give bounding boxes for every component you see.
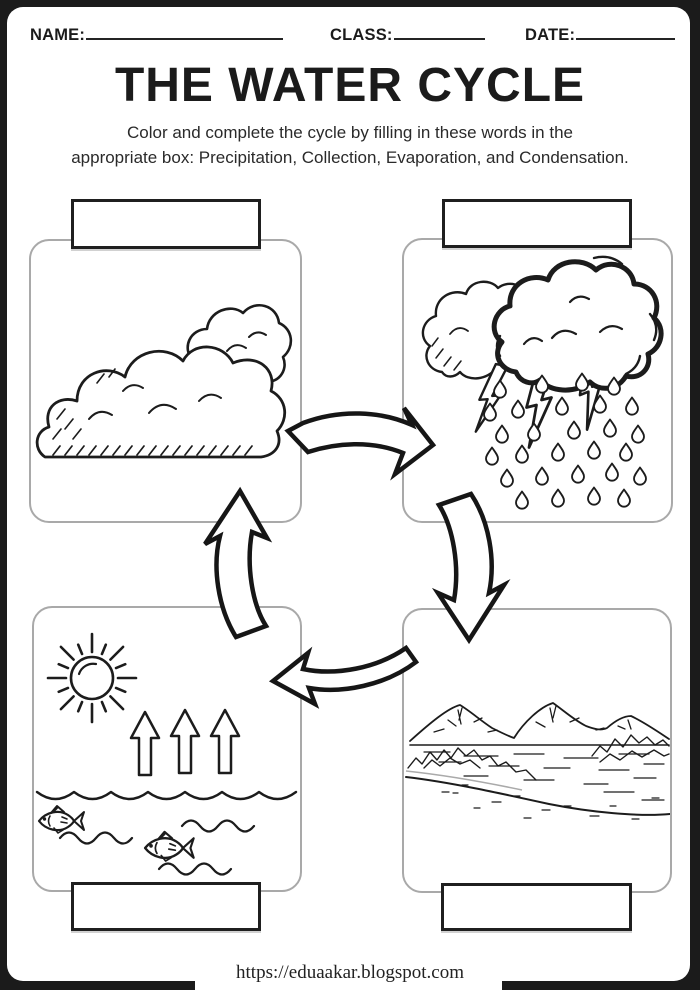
sun-evaporation-illustration xyxy=(35,632,298,876)
name-input-line[interactable] xyxy=(86,25,284,40)
foreground-hill-echo xyxy=(405,770,523,791)
date-field-group: DATE: xyxy=(525,25,676,45)
scrub-marks xyxy=(441,784,660,820)
big-cloud-icon xyxy=(35,345,286,459)
date-label: DATE: xyxy=(525,26,576,44)
answer-box-bottom-left[interactable] xyxy=(71,882,261,931)
cycle-box-bottom-right xyxy=(402,608,672,893)
fish-icon xyxy=(143,830,195,862)
fish-icon xyxy=(37,805,85,834)
mountains-icon xyxy=(409,702,670,742)
evaporation-arrows-icon xyxy=(129,708,241,777)
cycle-box-top-left xyxy=(29,239,302,523)
cycle-box-top-right xyxy=(402,238,673,523)
class-input-line[interactable] xyxy=(393,25,485,40)
name-label: NAME: xyxy=(30,26,86,44)
lake-reflections xyxy=(423,751,665,801)
class-label: CLASS: xyxy=(330,26,393,44)
name-field-group: NAME: xyxy=(30,25,284,45)
storm-cloud-rain-illustration xyxy=(421,255,664,510)
class-field-group: CLASS: xyxy=(330,25,485,45)
rocky-ridges xyxy=(407,734,670,781)
answer-box-top-left[interactable] xyxy=(71,199,261,249)
cycle-box-bottom-left xyxy=(32,606,302,892)
raindrops-group xyxy=(483,372,647,510)
footer-url: https://eduaakar.blogspot.com xyxy=(236,962,464,983)
clouds-illustration xyxy=(35,303,293,459)
date-input-line[interactable] xyxy=(576,25,676,40)
wave-squiggles xyxy=(58,819,256,876)
footer-notch xyxy=(195,972,502,990)
sun-icon xyxy=(46,632,138,724)
water-surface-line xyxy=(35,790,298,801)
mountain-lake-illustration xyxy=(405,702,670,820)
storm-cloud-icon xyxy=(491,255,664,393)
page-title: THE WATER CYCLE xyxy=(114,59,586,112)
instructions-line-1: Color and complete the cycle by filling … xyxy=(126,123,573,142)
answer-box-bottom-right[interactable] xyxy=(441,883,632,931)
foreground-hill-line xyxy=(405,776,670,816)
answer-box-top-right[interactable] xyxy=(442,199,632,248)
instructions-line-2: appropriate box: Precipitation, Collecti… xyxy=(71,148,629,167)
